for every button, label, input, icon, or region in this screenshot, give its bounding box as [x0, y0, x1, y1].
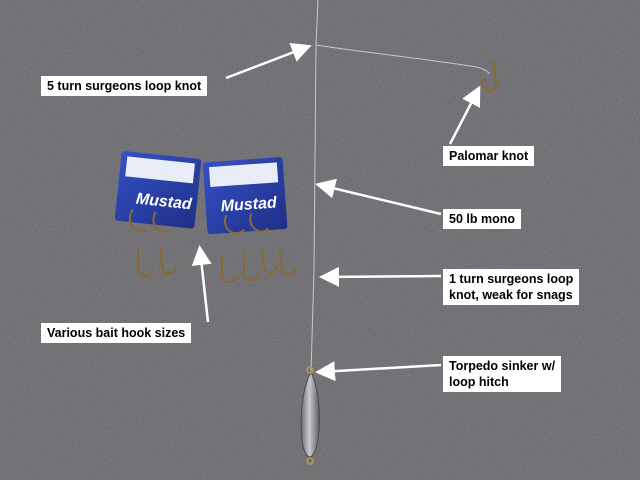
- arrow-sinker: [315, 361, 442, 382]
- package-brand: Mustad: [220, 194, 278, 215]
- label-torpedo-sinker: Torpedo sinker w/ loop hitch: [443, 356, 562, 392]
- label-text: Palomar knot: [449, 149, 529, 163]
- hook-package-left: Mustad: [114, 151, 202, 233]
- arrow-surgeons-5: [225, 43, 312, 80]
- label-text: 50 lb mono: [449, 212, 515, 226]
- label-text-line1: Torpedo sinker w/: [449, 359, 556, 373]
- loose-bait-hooks: [137, 245, 296, 284]
- arrow-mono: [315, 178, 442, 216]
- hook-icon: [481, 60, 498, 93]
- label-text: Various bait hook sizes: [47, 326, 186, 340]
- label-text-line2: knot, weak for snags: [449, 288, 573, 302]
- label-text: 5 turn surgeons loop knot: [47, 79, 202, 93]
- sinker-icon: [300, 366, 320, 465]
- arrow-bait-hooks: [191, 245, 212, 323]
- arrow-icon: [191, 43, 481, 382]
- label-text-line1: 1 turn surgeons loop: [449, 272, 574, 286]
- label-palomar-knot: Palomar knot: [443, 146, 535, 166]
- label-text-line2: loop hitch: [449, 375, 509, 389]
- label-bait-hooks: Various bait hook sizes: [41, 323, 192, 343]
- fishing-line: [310, 0, 491, 373]
- arrow-palomar: [448, 85, 481, 145]
- arrow-surgeons-1: [319, 266, 442, 287]
- label-surgeons-loop-5: 5 turn surgeons loop knot: [41, 76, 208, 96]
- label-mono: 50 lb mono: [443, 209, 521, 229]
- hook-package-right: Mustad: [202, 157, 288, 235]
- package-brand: Mustad: [135, 191, 194, 214]
- label-surgeons-loop-1: 1 turn surgeons loop knot, weak for snag…: [443, 269, 580, 305]
